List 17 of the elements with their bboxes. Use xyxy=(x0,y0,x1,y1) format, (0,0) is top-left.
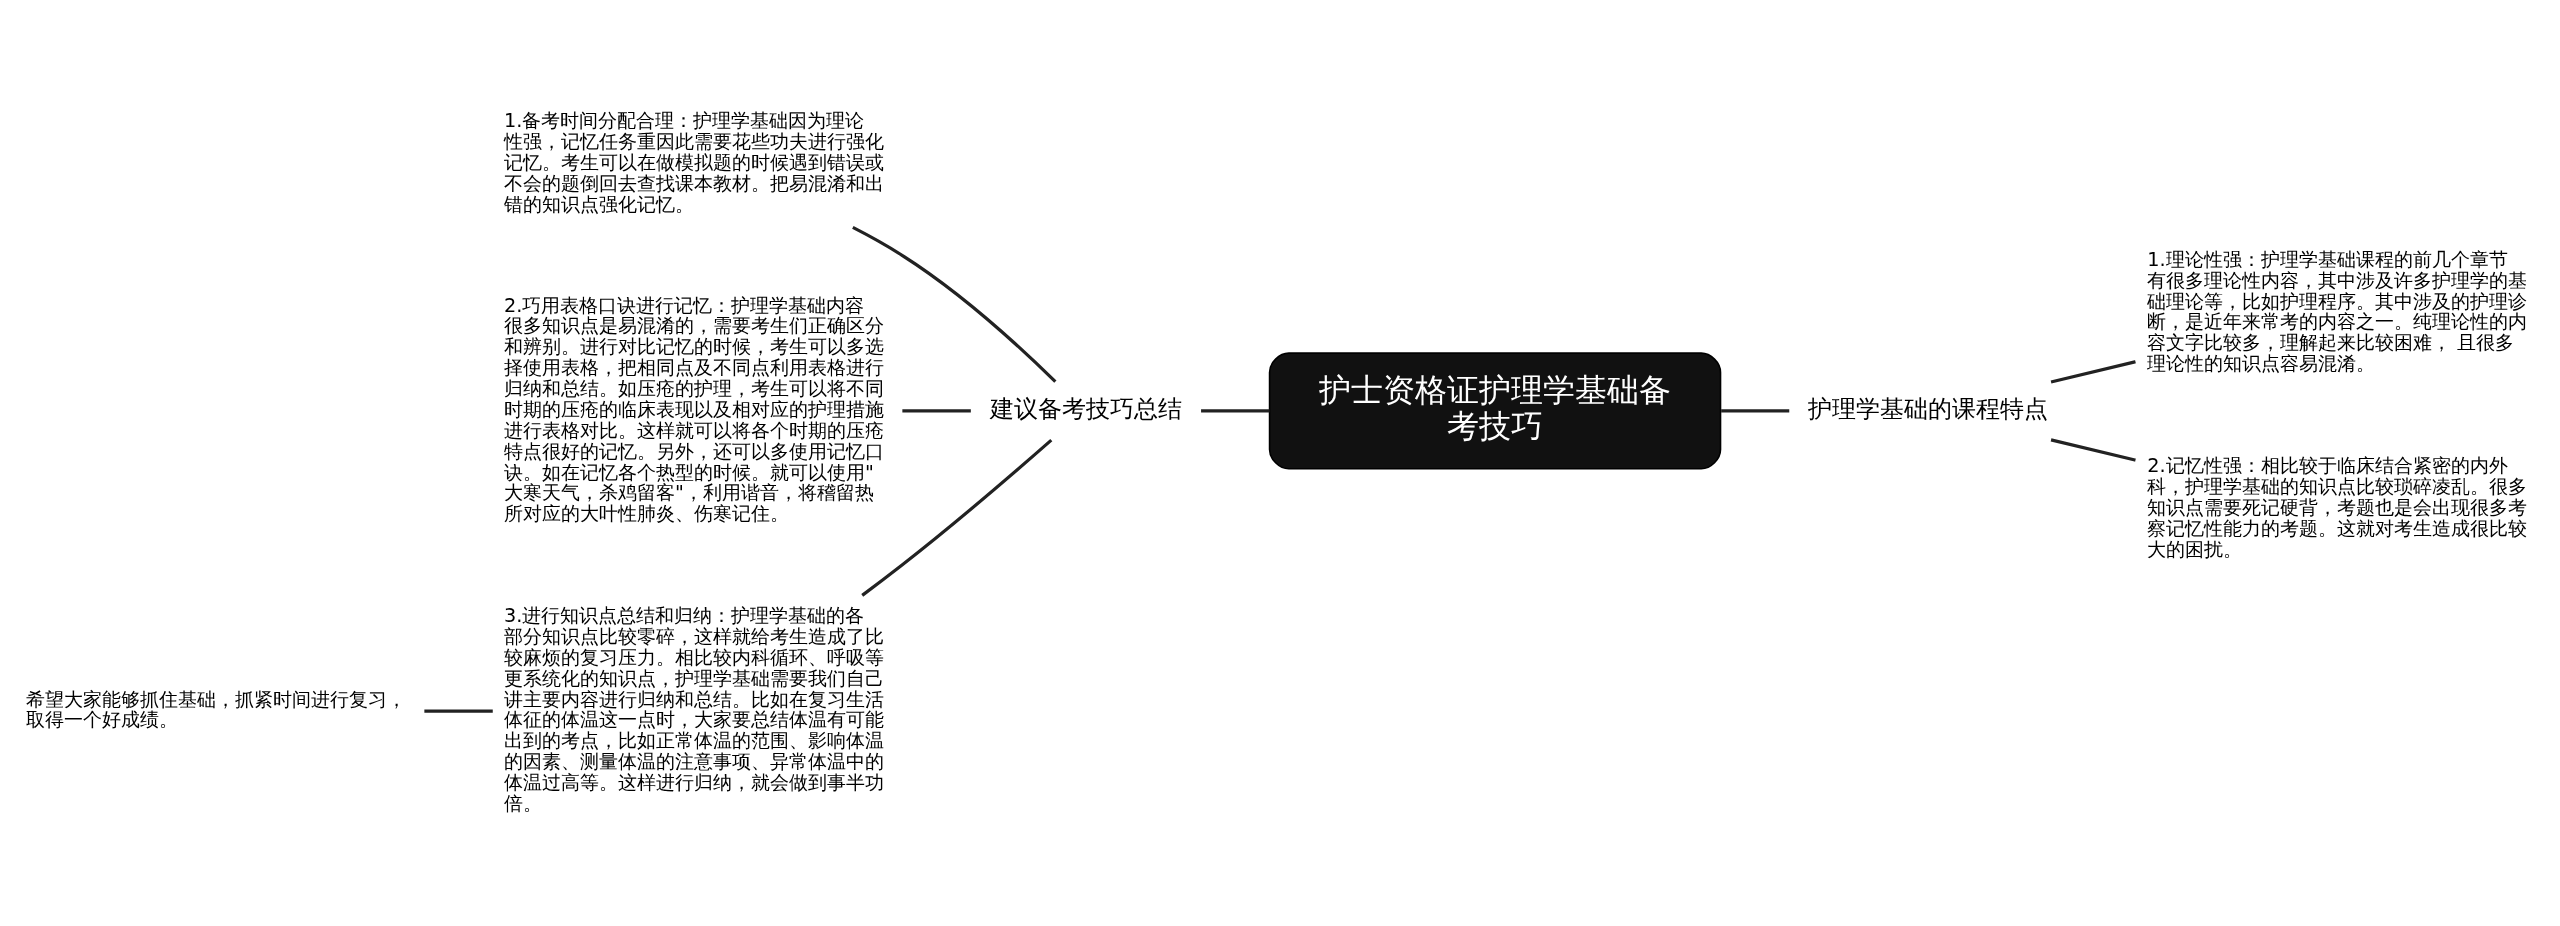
node-text: 2.记忆性强：相比较于临床结合紧密的内外科，护理学基础的知识点比较琐碎凌乱。很多知识点需要死记硬背，考题也是会出现很多考察记忆性能力的考题。这就对考生造成很比较大的困扰。 xyxy=(2147,453,2528,561)
connector xyxy=(852,225,1057,383)
connector xyxy=(2050,437,2136,462)
node-text: 1.备考时间分配合理：护理学基础因为理论性强，记忆任务重因此需要花些功夫进行强化记忆。考生可以在做模拟题的时候遇到错误或不会的题倒回去查找课本教材。把易混淆和出错的知识点强化记忆。 xyxy=(504,108,885,216)
node-text: 希望大家能够抓住基础，抓紧时间进行复习，取得一个好成绩。 xyxy=(25,687,406,731)
node-text: 建议备考技巧总结 xyxy=(989,394,1182,423)
node-box: 护士资格证护理学基础备考技巧 xyxy=(1268,351,1722,470)
node-text: 2.巧用表格口诀进行记忆：护理学基础内容很多知识点是易混淆的，需要考生们正确区分和辨别。进行对比记忆的时候，考生可以多选择使用表格，把相同点及不同点利用表格进行归纳和总结。如压疮的护理，考生可以将不同时期的压疮的临床表现以及相对应的护理措施进行表格对比。这样就可以将各个时期的压疮特点很好的记忆。另外，还可以多使用记忆口诀。如在记忆各个热型的时候。就可以使用"大寒天气，杀鸡留客"，利用谐音，将稽留热所对应的大叶性肺炎、伤寒记住。 xyxy=(504,293,885,525)
connector xyxy=(1721,408,1790,413)
connector xyxy=(1201,408,1270,413)
node-text: 3.进行知识点总结和归纳：护理学基础的各部分知识点比较零碎，这样就给考生造成了比较麻烦的复习压力。相比较内科循环、呼吸等更系统化的知识点，护理学基础需要我们自己讲主要内容进行归纳和总结。比如在复习生活体征的体温这一点时，大家要总结体温有可能出到的考点，比如正常体温的范围、影响体温的因素、测量体温的注意事项、异常体温中的体温过高等。这样进行归纳，就会做到事半功倍。 xyxy=(504,603,885,815)
node-text: 1.理论性强：护理学基础课程的前几个章节有很多理论性内容，其中涉及许多护理学的基础理论等，比如护理程序。其中涉及的护理诊断，是近年来常考的内容之一。纯理论性的内容文字比较多，理解起来比较困难， 且很多理论性的知识点容易混淆。 xyxy=(2147,247,2528,375)
connector xyxy=(2050,359,2136,384)
connector xyxy=(902,408,971,413)
connector xyxy=(424,708,493,713)
connector xyxy=(861,438,1053,597)
node-text: 护理学基础的课程特点 xyxy=(1808,394,2049,423)
